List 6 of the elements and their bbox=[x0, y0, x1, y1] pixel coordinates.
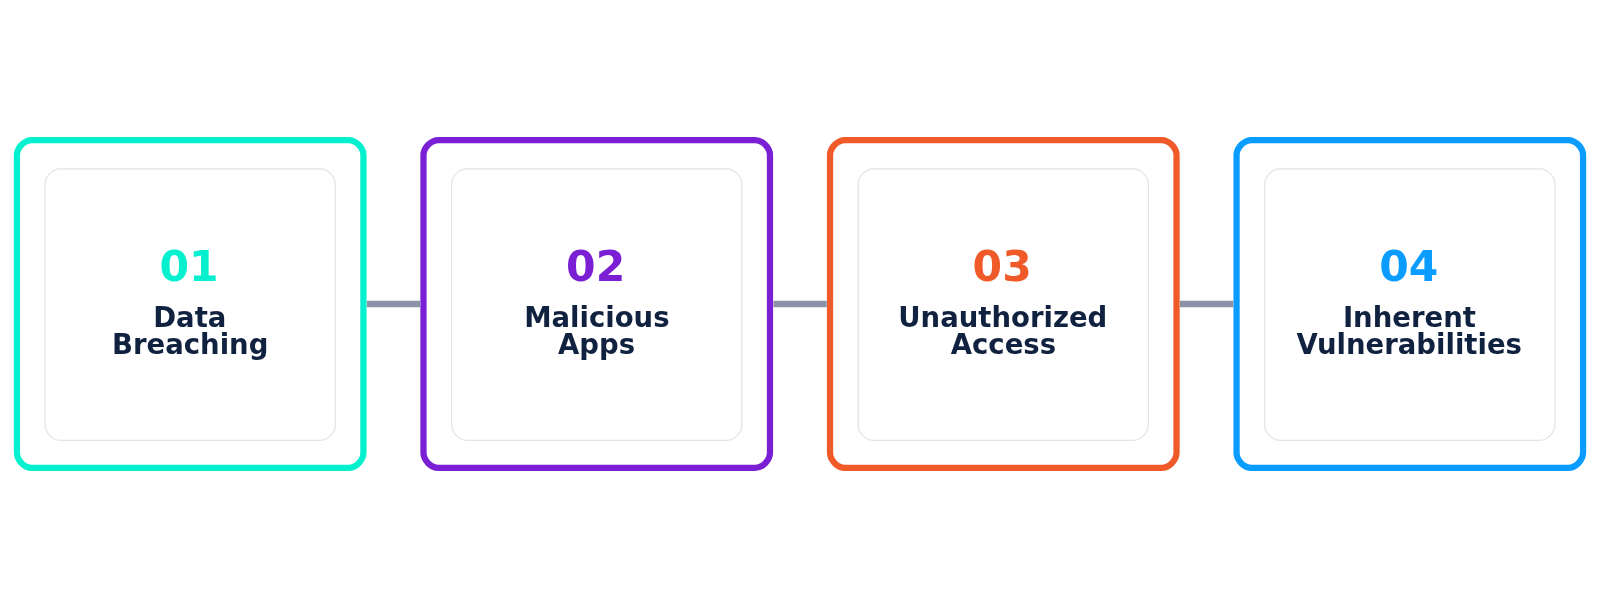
connector bbox=[773, 300, 827, 307]
node-box: 03 Unauthorized Access bbox=[826, 136, 1180, 471]
node-box: 01 Data Breaching bbox=[13, 136, 367, 471]
node-box: 04 Inherent Vulnerabilities bbox=[1233, 136, 1587, 471]
connector bbox=[366, 300, 421, 307]
node-box: 02 Malicious Apps bbox=[420, 136, 774, 471]
